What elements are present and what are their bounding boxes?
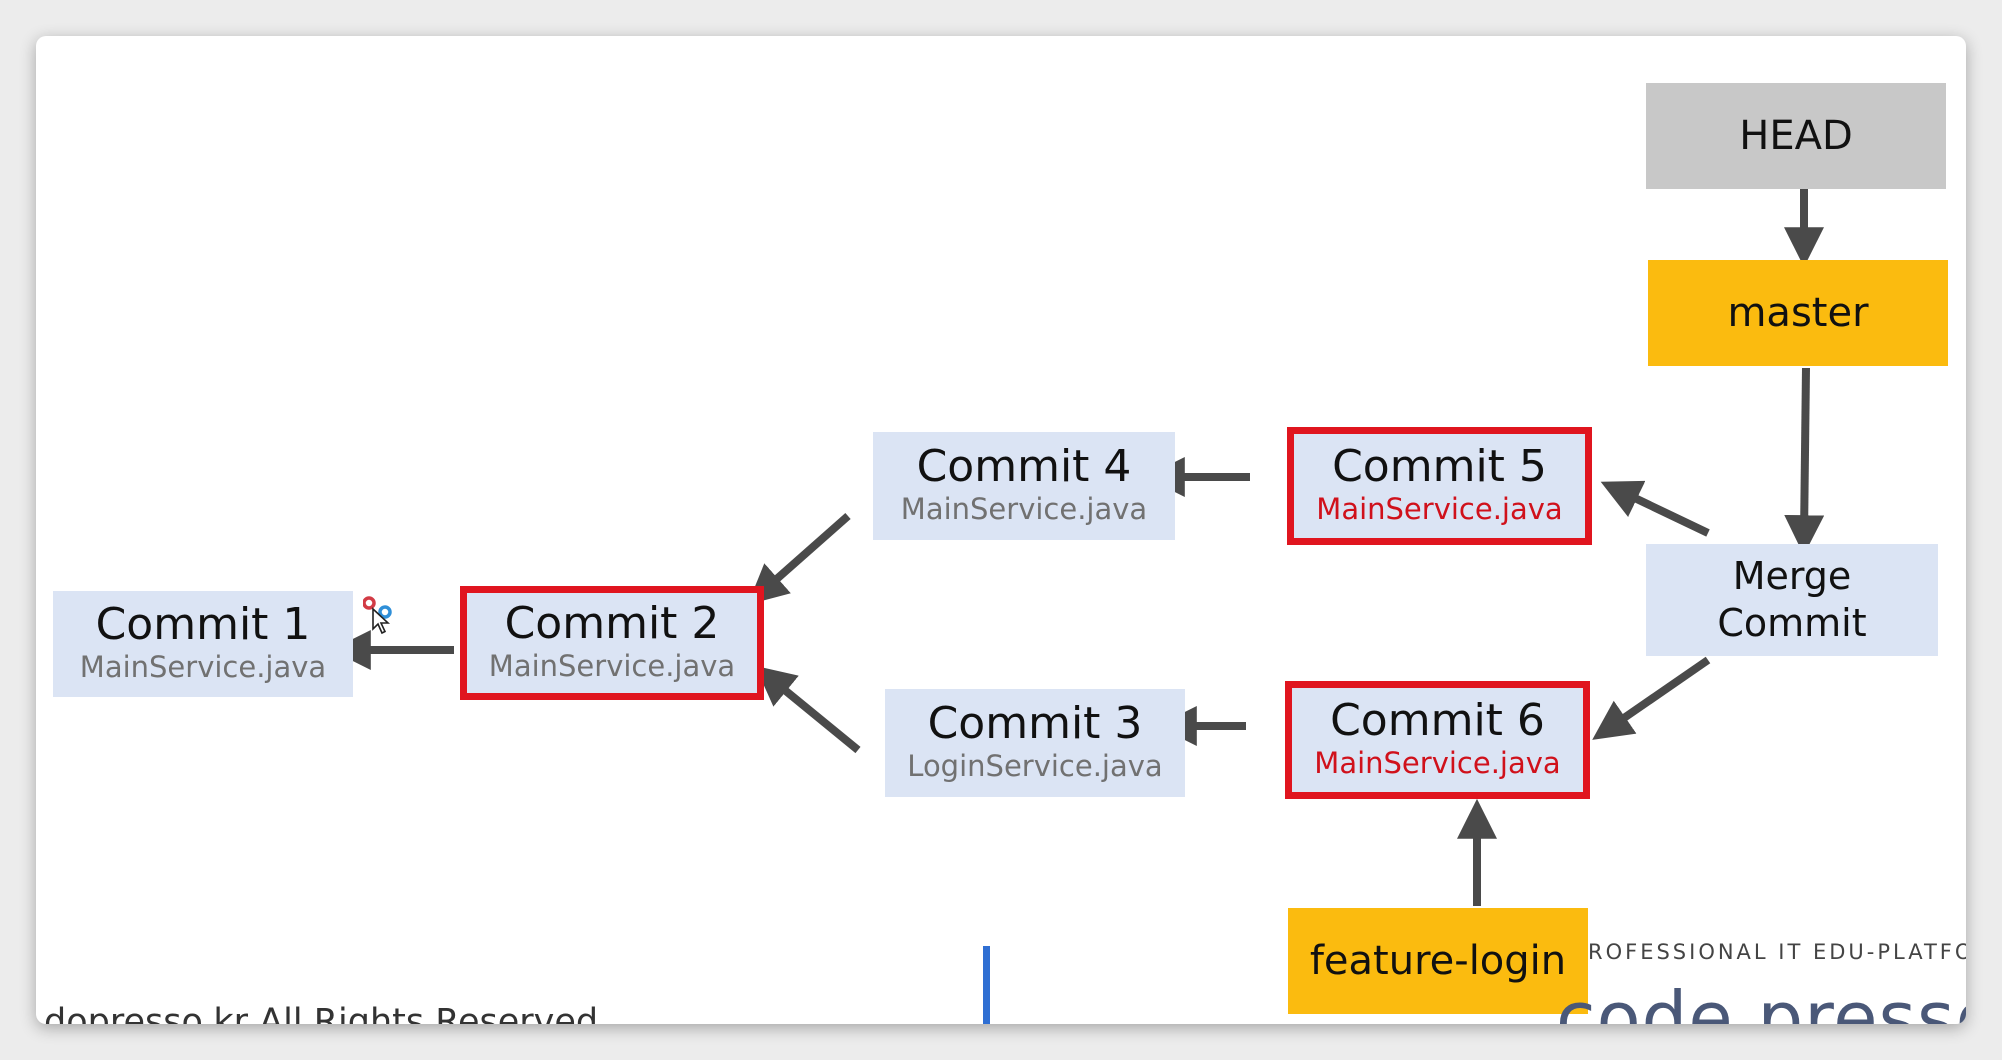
feature-login-label: feature-login [1309, 938, 1567, 984]
commit-2-title: Commit 2 [504, 597, 720, 649]
head-label: HEAD [1739, 113, 1853, 159]
head-pointer: HEAD [1646, 83, 1946, 189]
commit-4: Commit 4 MainService.java [873, 432, 1175, 540]
codepresso-logo: code presso [1556, 976, 1966, 1024]
commit-4-title: Commit 4 [916, 440, 1132, 492]
merge-commit-line2: Commit [1717, 601, 1867, 645]
commit-2-file: MainService.java [488, 649, 736, 684]
commit-3-title: Commit 3 [927, 697, 1143, 749]
commit-1-file: MainService.java [79, 650, 327, 685]
arrows-layer [330, 188, 1825, 906]
commit-6: Commit 6 MainService.java [1285, 681, 1590, 799]
commit-5-title: Commit 5 [1332, 440, 1547, 492]
commit-4-file: MainService.java [900, 492, 1148, 527]
merge-commit: Merge Commit [1646, 544, 1938, 656]
platform-tagline: ROFESSIONAL IT EDU-PLATFOR [1588, 940, 1966, 964]
commit-3-file: LoginService.java [907, 749, 1163, 784]
commit-2: Commit 2 MainService.java [460, 586, 764, 700]
commit-5: Commit 5 MainService.java [1287, 427, 1592, 545]
master-label: master [1727, 290, 1869, 336]
arrow-master-to-merge [1784, 367, 1825, 556]
blue-divider-bar [983, 946, 990, 1024]
commit-6-file: MainService.java [1314, 746, 1561, 781]
master-branch: master [1648, 260, 1948, 366]
feature-login-branch: feature-login [1288, 908, 1588, 1014]
arrow-merge-to-commit6 [1592, 656, 1711, 740]
mouse-cursor-icon [363, 596, 392, 635]
copyright-watermark: dopresso.kr All Rights Reserved [44, 1002, 599, 1024]
commit-3: Commit 3 LoginService.java [885, 689, 1185, 797]
commit-6-title: Commit 6 [1330, 694, 1545, 746]
arrow-commit4-to-commit2 [747, 513, 851, 605]
commit-1: Commit 1 MainService.java [53, 591, 353, 697]
arrow-merge-to-commit5 [1600, 480, 1710, 537]
merge-commit-line1: Merge [1732, 553, 1852, 598]
arrow-commit3-to-commit2 [755, 665, 861, 754]
commit-5-file: MainService.java [1316, 492, 1563, 527]
commit-1-title: Commit 1 [95, 598, 311, 650]
slide-window: Commit 1 MainService.java Commit 2 MainS… [36, 36, 1966, 1024]
